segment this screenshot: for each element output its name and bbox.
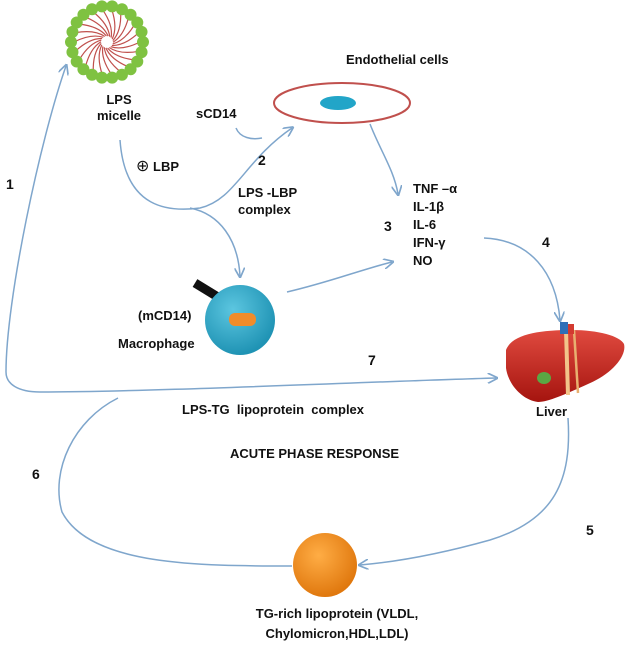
lps-tg-complex-label: LPS-TG lipoprotein complex (182, 402, 365, 417)
arrow-1-7 (5, 66, 496, 393)
micelle-tail (108, 47, 139, 53)
micelle-head (106, 71, 119, 84)
cytokine-item: IL-6 (413, 217, 437, 232)
micelle-tail (78, 39, 102, 61)
micelle-tail (74, 37, 103, 52)
micelle-head (66, 46, 79, 59)
macrophage-label: Macrophage (118, 336, 195, 351)
lbp-label: ⊕ LBP (136, 156, 180, 175)
arrows (5, 66, 570, 567)
arrow-6 (58, 397, 293, 567)
arrow-macrophage-cytokines (286, 262, 392, 293)
tg-rich-lipoprotein-label: TG-rich lipoprotein (VLDL, Chylomicron,H… (255, 606, 419, 641)
plus-circle-icon: ⊕ (136, 156, 150, 175)
step-5: 5 (586, 522, 594, 538)
lps-micelle-icon (65, 0, 149, 84)
arrow-2 (119, 128, 292, 210)
scd14-label: sCD14 (196, 106, 237, 121)
micelle-tail (75, 31, 106, 37)
micelle-head (106, 0, 119, 13)
endothelial-cells-label: Endothelial cells (346, 52, 449, 67)
micelle-head (77, 8, 90, 21)
micelle-tail (112, 23, 136, 45)
lps-lbp-complex-label: LPS -LBP complex (238, 185, 298, 217)
step-6: 6 (32, 466, 40, 482)
micelle-head (66, 25, 79, 38)
micelle-tail (107, 47, 135, 61)
arrow-to-macrophage (189, 207, 240, 276)
step-7: 7 (368, 352, 376, 368)
arrow-scd14 (235, 127, 263, 140)
micelle-head (115, 3, 128, 16)
lps-micelle-label: LPS micelle (96, 92, 142, 123)
micelle-head (135, 46, 148, 59)
micelle-head (86, 3, 99, 16)
micelle-tail (111, 9, 116, 40)
endothelial-cell-icon (273, 82, 411, 124)
mcd14-label: (mCD14) (138, 308, 192, 323)
cytokine-item: NO (413, 253, 433, 268)
micelle-head (135, 25, 148, 38)
micelle-head (95, 0, 108, 13)
micelle-tail (111, 32, 140, 47)
micelle-head (124, 8, 137, 21)
acute-phase-response-label: ACUTE PHASE RESPONSE (230, 446, 400, 461)
micelle-head (65, 36, 77, 48)
arrow-4 (483, 237, 560, 320)
liver-icon (506, 322, 625, 402)
lipoprotein-icon (293, 533, 357, 597)
macrophage-icon (192, 279, 275, 355)
step-1: 1 (6, 176, 14, 192)
micelle-head (131, 16, 144, 29)
liver-label: Liver (536, 404, 568, 419)
micelle-tail (79, 23, 107, 37)
micelle-head (70, 16, 83, 29)
arrow-5 (360, 417, 570, 565)
step-3: 3 (384, 218, 392, 234)
arrow-endothelial-cytokines (369, 123, 398, 194)
micelle-tail (98, 44, 103, 75)
step-2: 2 (258, 152, 266, 168)
micelle-head (137, 36, 149, 48)
cytokine-item: IFN-γ (413, 235, 446, 250)
cytokine-item: TNF –α (413, 181, 458, 196)
step-4: 4 (542, 234, 550, 250)
cytokine-item: IL-1β (413, 199, 445, 214)
